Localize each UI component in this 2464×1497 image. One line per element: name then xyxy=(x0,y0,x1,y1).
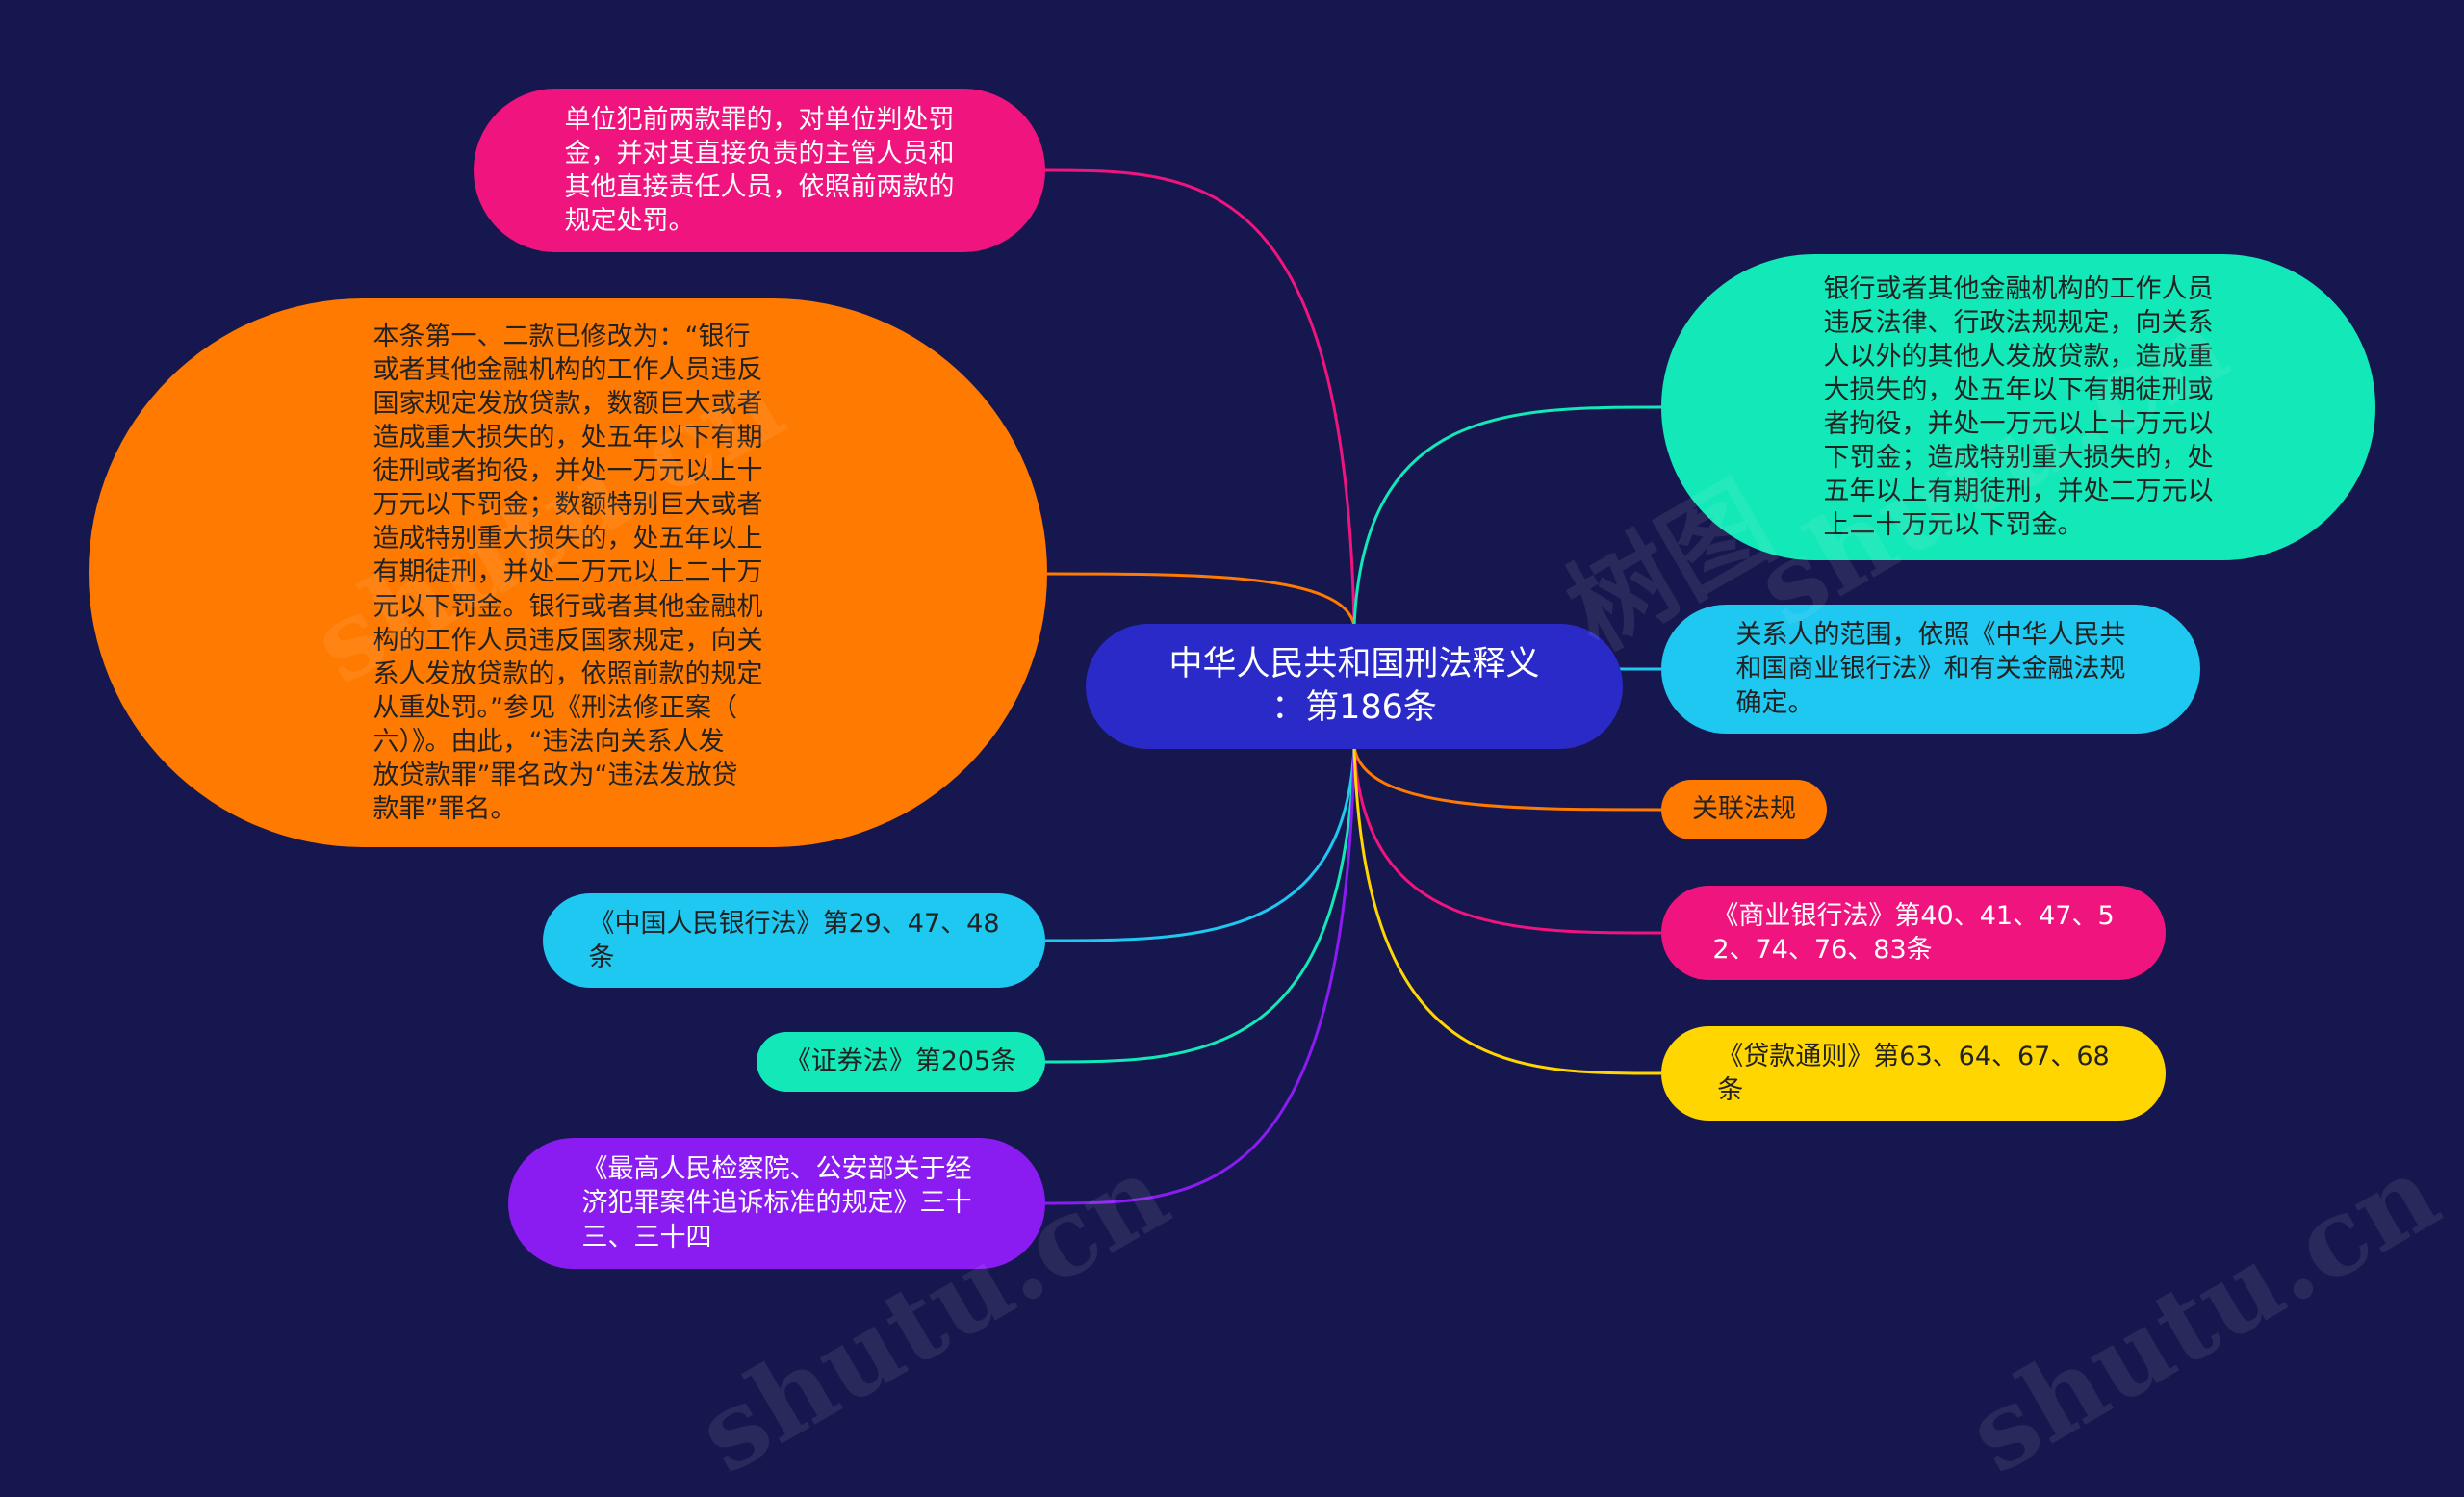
connector-prosecution-standard xyxy=(1044,746,1356,1205)
connector-related-regulations xyxy=(1352,746,1662,812)
node-related-regulations-text: 关联法规 xyxy=(1692,794,1796,825)
node-unit-penalty-text: 单位犯前两款罪的，对单位判处罚 金，并对其直接负责的主管人员和 其他直接责任人员… xyxy=(564,104,955,237)
node-unit-penalty[interactable]: 单位犯前两款罪的，对单位判处罚 金，并对其直接负责的主管人员和 其他直接责任人员… xyxy=(474,89,1045,252)
connector-loan-rules xyxy=(1352,746,1662,1075)
connector-amendment-note xyxy=(1046,572,1356,627)
node-related-regulations[interactable]: 关联法规 xyxy=(1661,780,1827,839)
node-bank-staff-law[interactable]: 银行或者其他金融机构的工作人员 违反法律、行政法规规定，向关系 人以外的其他人发… xyxy=(1661,254,2375,560)
node-securities-law[interactable]: 《证券法》第205条 xyxy=(757,1032,1045,1092)
connector-penalty-unit xyxy=(1044,168,1356,627)
node-loan-rules[interactable]: 《贷款通则》第63、64、67、68 条 xyxy=(1661,1026,2166,1121)
node-amendment-note-text: 本条第一、二款已修改为：“银行 或者其他金融机构的工作人员违反 国家规定发放贷款… xyxy=(372,321,763,825)
node-commercial-bank-law-text: 《商业银行法》第40、41、47、5 2、74、76、83条 xyxy=(1712,900,2115,965)
node-securities-law-text: 《证券法》第205条 xyxy=(784,1046,1017,1077)
central-topic-label: 中华人民共和国刑法释义 ：第186条 xyxy=(1168,644,1540,728)
connector-bank-staff-law xyxy=(1352,405,1662,627)
node-prosecution-standard-text: 《最高人民检察院、公安部关于经 济犯罪案件追诉标准的规定》三十 三、三十四 xyxy=(581,1154,972,1252)
connector-commercial-bank-law xyxy=(1352,746,1662,935)
connector-securities-law xyxy=(1044,746,1356,1064)
node-amendment-note[interactable]: 本条第一、二款已修改为：“银行 或者其他金融机构的工作人员违反 国家规定发放贷款… xyxy=(89,298,1047,847)
node-loan-rules-text: 《贷款通则》第63、64、67、68 条 xyxy=(1717,1041,2110,1105)
node-pboc-law[interactable]: 《中国人民银行法》第29、47、48 条 xyxy=(543,893,1045,988)
node-related-party-scope[interactable]: 关系人的范围，依照《中华人民共 和国商业银行法》和有关金融法规 确定。 xyxy=(1661,605,2200,734)
node-pboc-law-text: 《中国人民银行法》第29、47、48 条 xyxy=(588,908,1000,972)
central-topic[interactable]: 中华人民共和国刑法释义 ：第186条 xyxy=(1086,624,1623,749)
node-related-party-scope-text: 关系人的范围，依照《中华人民共 和国商业银行法》和有关金融法规 确定。 xyxy=(1735,620,2126,718)
node-commercial-bank-law[interactable]: 《商业银行法》第40、41、47、5 2、74、76、83条 xyxy=(1661,886,2166,980)
node-prosecution-standard[interactable]: 《最高人民检察院、公安部关于经 济犯罪案件追诉标准的规定》三十 三、三十四 xyxy=(508,1138,1045,1269)
connector-lines xyxy=(1044,168,1662,1205)
node-bank-staff-law-text: 银行或者其他金融机构的工作人员 违反法律、行政法规规定，向关系 人以外的其他人发… xyxy=(1823,273,2214,541)
connector-pboc-law xyxy=(1044,746,1356,942)
